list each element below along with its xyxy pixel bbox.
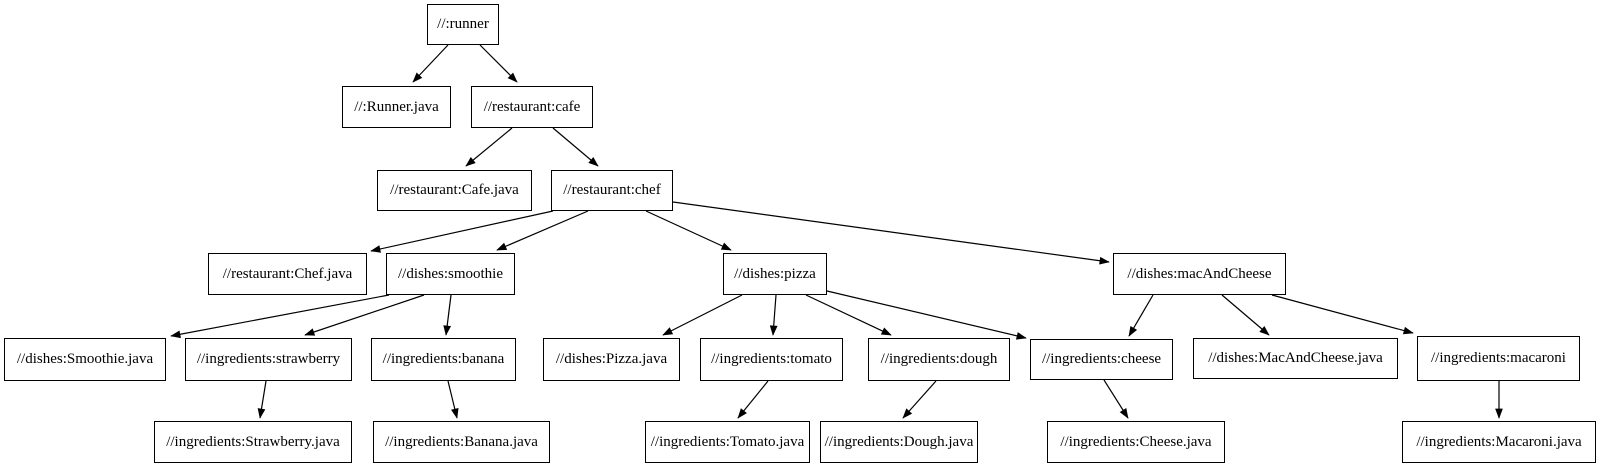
edge-pizza-to-cheese (826, 290, 1027, 340)
edge-smoothie-to-smoothie-java (170, 294, 390, 339)
node-pizza: //dishes:pizza (723, 253, 827, 295)
edge-mac-to-cheese (1128, 294, 1154, 337)
edge-runner-to-runner-java (412, 44, 449, 83)
node-smoothie: //dishes:smoothie (386, 253, 515, 295)
node-macaroni-java: //ingredients:Macaroni.java (1402, 421, 1596, 463)
edge-pizza-to-dough (805, 294, 892, 336)
node-strawberry-java: //ingredients:Strawberry.java (154, 421, 352, 463)
node-mac-and-cheese: //dishes:macAndCheese (1113, 253, 1286, 295)
edge-pizza-to-pizza-java (662, 294, 743, 336)
node-cafe: //restaurant:cafe (471, 86, 593, 128)
node-runner-java: //:Runner.java (342, 86, 451, 128)
node-dough-java: //ingredients:Dough.java (820, 421, 978, 463)
edge-runner-to-cafe (479, 44, 518, 83)
node-mac-and-cheese-java: //dishes:MacAndCheese.java (1193, 338, 1398, 379)
node-banana-java: //ingredients:Banana.java (373, 421, 550, 463)
node-tomato: //ingredients:tomato (700, 338, 843, 381)
edge-mac-to-macaroni (1271, 294, 1414, 335)
node-pizza-java: //dishes:Pizza.java (543, 338, 680, 381)
edge-cafe-to-cafe-java (465, 127, 513, 167)
node-tomato-java: //ingredients:Tomato.java (645, 421, 810, 463)
edge-chef-to-smoothie (496, 210, 589, 251)
edge-dough-to-dough-java (902, 380, 937, 419)
edge-smoothie-to-strawberry (304, 294, 425, 336)
node-strawberry: //ingredients:strawberry (185, 338, 352, 381)
edge-chef-to-pizza (645, 210, 732, 251)
node-dough: //ingredients:dough (868, 338, 1010, 381)
edge-smoothie-to-banana (443, 294, 452, 336)
node-smoothie-java: //dishes:Smoothie.java (4, 338, 166, 381)
edge-pizza-to-tomato (769, 294, 778, 336)
edge-banana-to-banana-java (447, 380, 459, 419)
edge-chef-to-chef-java (370, 210, 554, 253)
edge-cheese-to-cheese-java (1103, 379, 1129, 419)
node-chef: //restaurant:chef (551, 170, 673, 211)
node-macaroni: //ingredients:macaroni (1417, 336, 1580, 381)
edge-cafe-to-chef (552, 127, 599, 167)
node-runner: //:runner (427, 4, 499, 45)
node-chef-java: //restaurant:Chef.java (208, 253, 367, 295)
edge-chef-to-mac (672, 201, 1110, 265)
edge-tomato-to-tomato-java (737, 380, 769, 419)
edge-strawberry-to-strawberry-java (257, 380, 267, 419)
edge-mac-to-mac-java (1221, 294, 1270, 336)
node-cheese-java: //ingredients:Cheese.java (1047, 421, 1225, 463)
node-cheese: //ingredients:cheese (1030, 339, 1173, 380)
node-banana: //ingredients:banana (371, 338, 516, 381)
node-cafe-java: //restaurant:Cafe.java (377, 170, 532, 211)
